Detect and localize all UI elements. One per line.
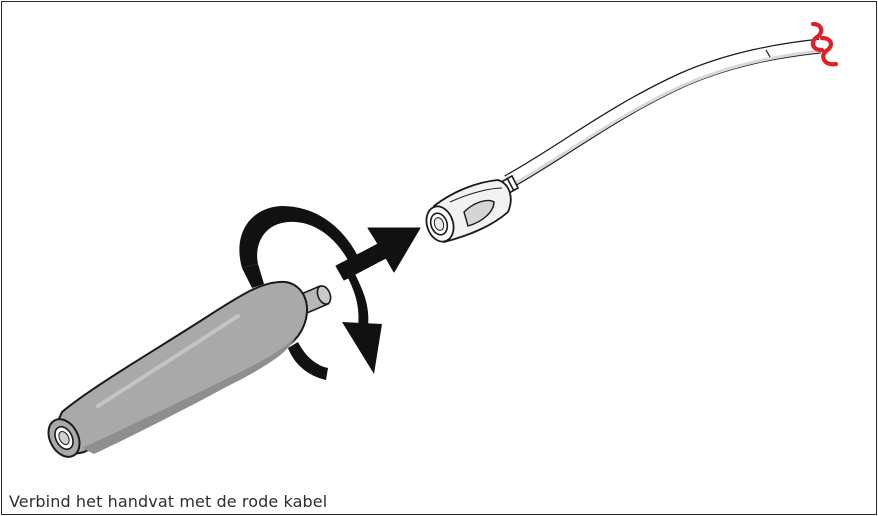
handle-grip-highlight <box>96 314 240 408</box>
handle-end-core <box>58 430 70 446</box>
cable-connector-core <box>433 217 445 231</box>
rotate-arrow-back <box>239 206 364 272</box>
cable-connector-grip <box>463 199 495 227</box>
cable-break-icon <box>810 21 825 53</box>
rotate-arrow-tail <box>242 264 264 288</box>
cable-connector-line <box>449 187 503 203</box>
caption-bar: Verbind het handvat met de rode kabel <box>1 479 877 515</box>
handle-cable-illustration <box>47 21 839 458</box>
rotate-arrow-head <box>342 322 382 374</box>
figure-caption: Verbind het handvat met de rode kabel <box>9 492 328 511</box>
cable-shading <box>511 49 821 187</box>
cable-tick <box>765 49 771 58</box>
handle-grip <box>52 280 308 455</box>
cable-body <box>504 39 821 188</box>
rotate-arrow-front <box>242 264 382 380</box>
handle <box>47 280 332 458</box>
cable-outline <box>504 38 821 189</box>
handle-shaft-tip <box>316 285 332 305</box>
rotate-arrow-icon <box>239 206 364 272</box>
cable-break-icon-second <box>819 35 839 67</box>
rotate-arrow-lower <box>288 342 328 380</box>
illustration-panel <box>1 1 877 481</box>
handle-grip-shadow <box>82 336 296 454</box>
red-cable <box>425 21 839 244</box>
cable-strain-ring <box>506 177 515 192</box>
rotate-arrow-right-arm <box>348 272 369 328</box>
